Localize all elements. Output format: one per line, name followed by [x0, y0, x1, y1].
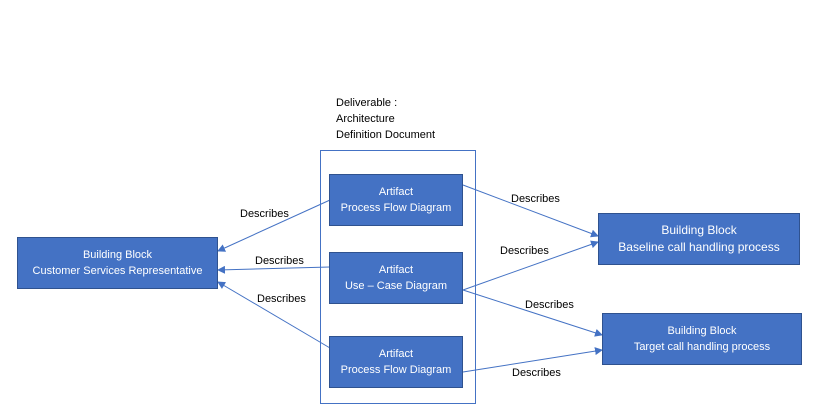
building-block-target-title: Building Block	[667, 325, 737, 337]
artifact-3-name: Process Flow Diagram	[340, 364, 452, 376]
edge-artifact2-to-target	[462, 289, 603, 337]
artifact-2-title: Artifact	[378, 264, 414, 276]
deliverable-label: Deliverable : Architecture Definition Do…	[336, 95, 435, 143]
edge-label-artifact1-csr: Describes	[240, 208, 289, 220]
deliverable-line-2: Architecture	[336, 113, 395, 125]
artifact-3-box: Artifact Process Flow Diagram	[329, 336, 463, 388]
building-block-baseline: Building Block Baseline call handling pr…	[598, 213, 800, 265]
edge-label-artifact1-baseline: Describes	[511, 193, 560, 205]
building-block-csr: Building Block Customer Services Represe…	[17, 237, 218, 289]
edge-label-artifact3-csr: Describes	[257, 293, 306, 305]
artifact-2-box: Artifact Use – Case Diagram	[329, 252, 463, 304]
deliverable-container	[320, 150, 476, 404]
deliverable-line-1: Deliverable :	[336, 97, 398, 109]
edge-artifact3-to-target	[462, 347, 603, 373]
edge-artifact3-to-csr	[217, 281, 331, 349]
building-block-target-name: Target call handling process	[633, 341, 771, 353]
edge-artifact2-to-csr	[217, 265, 331, 274]
artifact-3-title: Artifact	[378, 348, 414, 360]
building-block-baseline-name: Baseline call handling process	[618, 240, 780, 254]
building-block-csr-title: Building Block	[82, 249, 153, 261]
artifact-1-name: Process Flow Diagram	[340, 202, 452, 214]
edge-label-artifact3-target: Describes	[512, 367, 561, 379]
artifact-1-box: Artifact Process Flow Diagram	[329, 174, 463, 226]
building-block-baseline-title: Building Block	[661, 223, 737, 237]
deliverable-line-3: Definition Document	[336, 129, 436, 141]
edge-artifact1-to-baseline	[462, 184, 599, 238]
artifact-2-name: Use – Case Diagram	[344, 280, 448, 292]
edge-artifact2-to-baseline	[462, 240, 599, 291]
edge-label-artifact2-csr: Describes	[255, 255, 304, 267]
building-block-target: Building Block Target call handling proc…	[602, 313, 802, 365]
building-block-csr-name: Customer Services Representative	[32, 265, 203, 277]
edge-label-artifact2-baseline: Describes	[500, 245, 549, 257]
artifact-1-title: Artifact	[378, 186, 414, 198]
edge-label-artifact2-target: Describes	[525, 299, 574, 311]
edge-artifact1-to-csr	[217, 199, 331, 252]
